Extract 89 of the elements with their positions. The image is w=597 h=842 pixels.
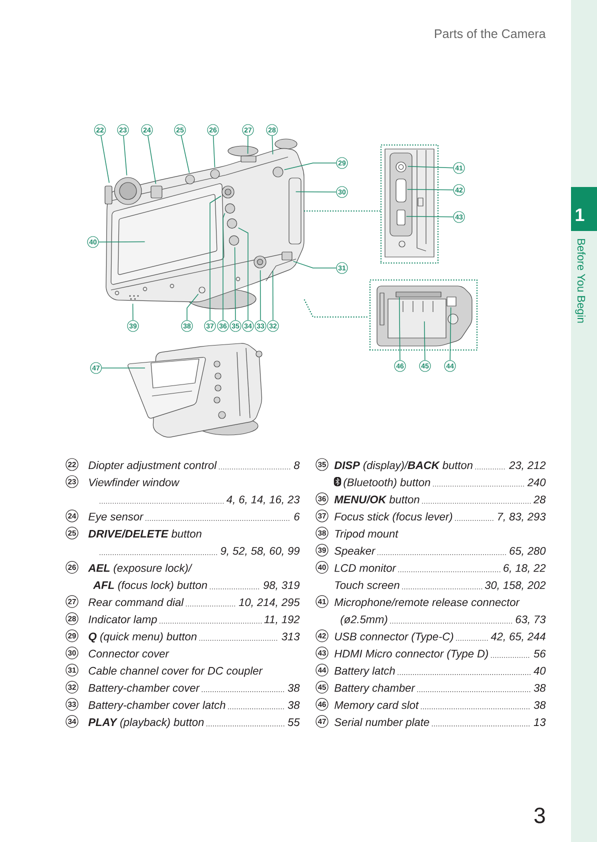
leader-line: [295, 191, 337, 192]
leader-line: [210, 196, 222, 321]
part-name: Eye sensor: [88, 512, 144, 523]
leader-line: [260, 270, 261, 321]
part-name: Serial number plate: [334, 718, 430, 728]
leader-line: [292, 260, 337, 268]
part-name: Battery-chamber cover: [88, 684, 200, 694]
leader-line: [424, 320, 426, 361]
leader-line: [406, 216, 454, 218]
page-reference: 30, 158, 202: [484, 581, 546, 590]
page-reference: 9, 52, 58, 60, 99: [220, 546, 300, 556]
leader-line: [272, 135, 274, 155]
leader-line: [406, 188, 454, 190]
part-name: Tripod mount: [335, 530, 399, 540]
leader-line: [272, 270, 274, 321]
part-name: AFL (focus lock) button: [92, 580, 207, 592]
part-name: Q (quick menu) button: [88, 632, 196, 643]
part-name: Diopter adjustment control: [88, 461, 217, 472]
page-reference: 7, 83, 293: [498, 512, 546, 522]
leader-line: [186, 294, 199, 321]
chapter-tab: 1: [571, 187, 597, 231]
part-name: Viewfinder window: [89, 478, 180, 486]
leader-line: [238, 227, 248, 321]
detail-view: [369, 279, 478, 351]
leader-line: [123, 135, 128, 176]
part-name: (ø2.5mm): [340, 615, 388, 626]
part-name: Speaker: [334, 546, 376, 557]
part-name: (Bluetooth) button: [344, 478, 430, 488]
page-reference: 38: [288, 684, 300, 692]
leader-line: [247, 135, 248, 154]
page-reference: 4, 6, 14, 16, 23: [226, 496, 300, 505]
part-name: MENU/OK button: [334, 495, 420, 504]
part-name: Battery-chamber cover latch: [88, 700, 226, 712]
part-name: AEL (exposure lock)/: [88, 564, 192, 574]
leader-line: [212, 135, 216, 168]
leader-line: [98, 241, 146, 242]
page-reference: 98, 319: [263, 581, 300, 590]
page-reference: 313: [282, 632, 300, 640]
part-name: Touch screen: [335, 580, 400, 590]
page-reference: 13: [534, 718, 546, 726]
detail-view: [380, 144, 439, 264]
page-number: 3: [534, 808, 545, 824]
leader-line: [407, 166, 454, 168]
leader-line: [222, 212, 226, 321]
page-reference: 28: [534, 496, 546, 504]
page-reference: 11, 192: [264, 616, 300, 625]
zoom-line: [304, 299, 370, 318]
part-name: PLAY (playback) button: [88, 718, 204, 728]
part-name: DRIVE/DELETE button: [88, 530, 202, 538]
page-reference: 63, 73: [516, 616, 546, 625]
part-name: Cable channel cover for DC coupler: [88, 666, 263, 677]
leader-line: [148, 135, 156, 184]
part-name: Battery latch: [334, 666, 395, 677]
chapter-title: Before You Begin: [575, 239, 586, 323]
page-reference: 65, 280: [510, 546, 546, 556]
part-name: Connector cover: [88, 650, 170, 658]
page-reference: 10, 214, 295: [238, 598, 300, 608]
page-reference: 56: [534, 650, 546, 658]
page-reference: 40: [534, 666, 546, 675]
leader-line: [100, 135, 110, 184]
part-name: HDMI Micro connector (Type D): [334, 649, 488, 660]
leader-line: [234, 246, 236, 321]
page-reference: 23, 212: [509, 461, 546, 470]
leader-line: [132, 303, 134, 321]
zoom-line: [304, 210, 381, 212]
part-name: Focus stick (focus lever): [334, 512, 452, 523]
page-reference: 55: [288, 718, 300, 726]
page-reference: 6, 18, 22: [504, 564, 546, 574]
leader-line: [284, 162, 337, 170]
part-name: Rear command dial: [88, 598, 184, 606]
part-name: Memory card slot: [334, 700, 419, 712]
part-name: Indicator lamp: [88, 615, 157, 626]
page-reference: 38: [534, 701, 546, 709]
leader-line: [450, 306, 452, 361]
page-header: Parts of the Camera: [434, 28, 546, 38]
leader-line: [398, 296, 400, 361]
page-reference: 240: [527, 478, 546, 486]
page-reference: 8: [294, 461, 300, 470]
page-reference: 6: [294, 512, 300, 520]
camera-illustration: [104, 138, 304, 310]
part-name: DISP (display)/BACK button: [334, 461, 472, 472]
part-name: Battery chamber: [334, 684, 416, 694]
part-name: LCD monitor: [334, 564, 396, 572]
part-name: Microphone/remote release connector: [334, 598, 520, 608]
page-reference: 38: [288, 701, 300, 709]
leader-line: [180, 135, 190, 174]
page-reference: 42, 65, 244: [490, 632, 546, 642]
page-reference: 38: [534, 684, 546, 692]
part-name: USB connector (Type-C): [335, 632, 454, 643]
